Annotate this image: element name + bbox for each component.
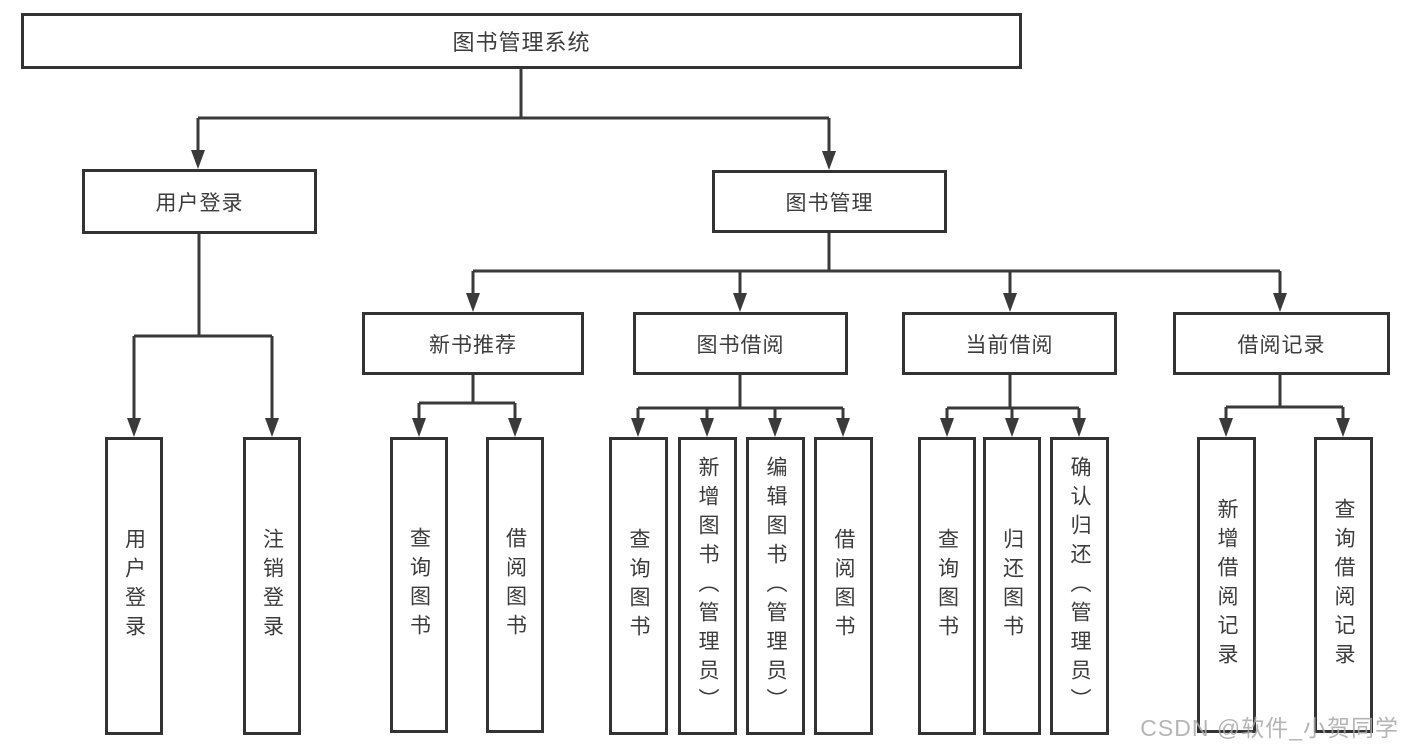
node-user-login-label: 用户登录	[155, 191, 244, 215]
leaf-confirm-return-admin-label: 确认归还（管理员）	[1068, 455, 1091, 717]
leaf-borrow-books-label: 借阅图书	[832, 528, 855, 644]
leaf-borrow-books-recommend: 借阅图书	[486, 437, 544, 733]
leaf-add-book-admin-label: 新增图书（管理员）	[696, 455, 719, 717]
leaf-return-books-label: 归还图书	[1000, 528, 1024, 644]
node-book-management: 图书管理	[712, 170, 947, 233]
leaf-query-books-recommend-label: 查询图书	[407, 527, 431, 643]
leaf-return-books: 归还图书	[983, 437, 1041, 735]
node-borrow-records: 借阅记录	[1173, 312, 1390, 375]
leaf-query-books-recommend: 查询图书	[390, 437, 448, 733]
node-book-management-label: 图书管理	[785, 191, 874, 215]
leaf-add-borrow-record-label: 新增借阅记录	[1215, 498, 1238, 672]
leaf-logout: 注销登录	[243, 437, 301, 735]
csdn-watermark: CSDN @软件_小贺同学	[1140, 715, 1399, 741]
leaf-logout-label: 注销登录	[260, 528, 284, 644]
leaf-borrow-books: 借阅图书	[814, 437, 873, 735]
leaf-confirm-return-admin: 确认归还（管理员）	[1050, 437, 1109, 735]
leaf-query-books-borrow-label: 查询图书	[627, 528, 650, 644]
node-book-borrow-label: 图书借阅	[696, 333, 785, 357]
leaf-user-login: 用户登录	[105, 437, 163, 735]
node-root: 图书管理系统	[21, 13, 1022, 69]
leaf-query-books-current-label: 查询图书	[935, 528, 959, 644]
leaf-query-borrow-record: 查询借阅记录	[1314, 437, 1373, 733]
node-current-borrow-label: 当前借阅	[965, 333, 1054, 357]
node-current-borrow: 当前借阅	[902, 312, 1117, 375]
leaf-add-borrow-record: 新增借阅记录	[1197, 437, 1256, 733]
arrowheads	[127, 150, 1350, 437]
leaf-query-books-current: 查询图书	[918, 437, 976, 735]
node-book-borrow: 图书借阅	[633, 312, 848, 375]
node-new-book-recommend: 新书推荐	[362, 312, 584, 375]
leaf-borrow-books-recommend-label: 借阅图书	[503, 527, 527, 643]
node-new-book-recommend-label: 新书推荐	[429, 333, 517, 357]
leaf-edit-book-admin: 编辑图书（管理员）	[746, 437, 805, 735]
leaf-edit-book-admin-label: 编辑图书（管理员）	[764, 455, 787, 717]
leaf-query-borrow-record-label: 查询借阅记录	[1332, 498, 1355, 672]
leaf-query-books-borrow: 查询图书	[609, 437, 668, 735]
leaf-user-login-label: 用户登录	[122, 528, 146, 644]
node-user-login: 用户登录	[82, 169, 317, 234]
node-borrow-records-label: 借阅记录	[1237, 333, 1326, 357]
node-root-label: 图书管理系统	[452, 30, 591, 55]
leaf-add-book-admin: 新增图书（管理员）	[678, 437, 737, 735]
